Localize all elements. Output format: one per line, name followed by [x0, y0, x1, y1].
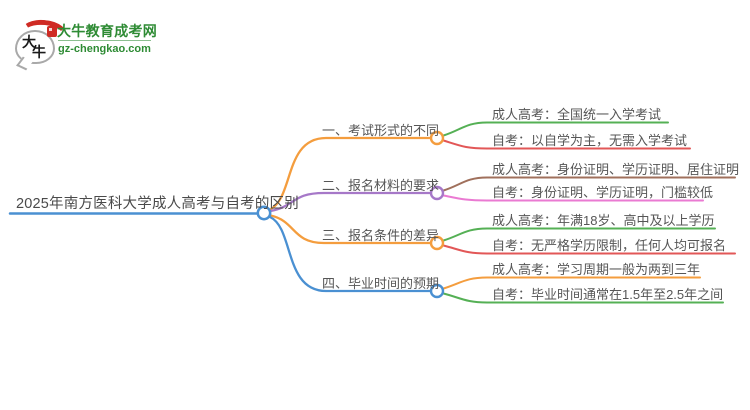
- site-logo: 大 牛 大牛教育成考网 gz-chengkao.com: [13, 15, 183, 71]
- site-name: 大牛教育成考网: [57, 23, 158, 39]
- branch-3-node: [429, 235, 445, 251]
- branch-4-node: [429, 283, 445, 299]
- branch-4-label: 四、毕业时间的预期: [322, 276, 440, 291]
- leaf-2b-label: 自考：身份证明、学历证明，门槛较低: [492, 185, 714, 200]
- branch-2-node: [429, 185, 445, 201]
- leaf-4a-label: 成人高考：学习周期一般为两到三年: [492, 262, 701, 277]
- leaf-2b-connector: [442, 194, 704, 202]
- logo-divider: [58, 40, 151, 41]
- leaf-4a-connector: [442, 276, 701, 290]
- leaf-3a-connector: [442, 227, 716, 242]
- leaf-4b-connector: [442, 292, 724, 304]
- leaf-2a-label: 成人高考：身份证明、学历证明、居住证明: [492, 162, 740, 177]
- branch-4-connector: [268, 215, 433, 293]
- leaf-4b-label: 自考：毕业时间通常在1.5年至2.5年之间: [492, 287, 724, 302]
- leaf-3a-label: 成人高考：年满18岁、高中及以上学历: [492, 213, 715, 228]
- root-node: [256, 205, 272, 221]
- leaf-1a-label: 成人高考：全国统一入学考试: [492, 107, 662, 122]
- branch-2-label: 二、报名材料的要求: [322, 178, 440, 193]
- branch-2-connector: [269, 191, 433, 213]
- root-topic: 2025年南方医科大学成人高考与自考的区别: [16, 196, 299, 212]
- branch-1-label: 一、考试形式的不同: [322, 123, 440, 138]
- branch-1-node: [429, 130, 445, 146]
- site-url: gz-chengkao.com: [58, 43, 151, 55]
- leaf-1b-connector: [442, 139, 691, 150]
- logo-icon-char-top: 大: [22, 34, 36, 50]
- leaf-3b-connector: [442, 244, 736, 255]
- branch-3-label: 三、报名条件的差异: [322, 228, 440, 243]
- leaf-2a-connector: [442, 176, 736, 192]
- logo-bubble-icon: 大 牛: [13, 17, 70, 71]
- logo-icon-char-bottom: 牛: [32, 44, 46, 60]
- leaf-1a-connector: [442, 121, 669, 137]
- leaf-3b-label: 自考：无严格学历限制，任何人均可报名: [492, 238, 727, 253]
- logo-seal-stamp: [47, 26, 57, 37]
- leaf-1b-label: 自考：以自学为主，无需入学考试: [492, 133, 688, 148]
- branch-1-connector: [268, 136, 433, 211]
- branch-3-connector: [269, 214, 433, 245]
